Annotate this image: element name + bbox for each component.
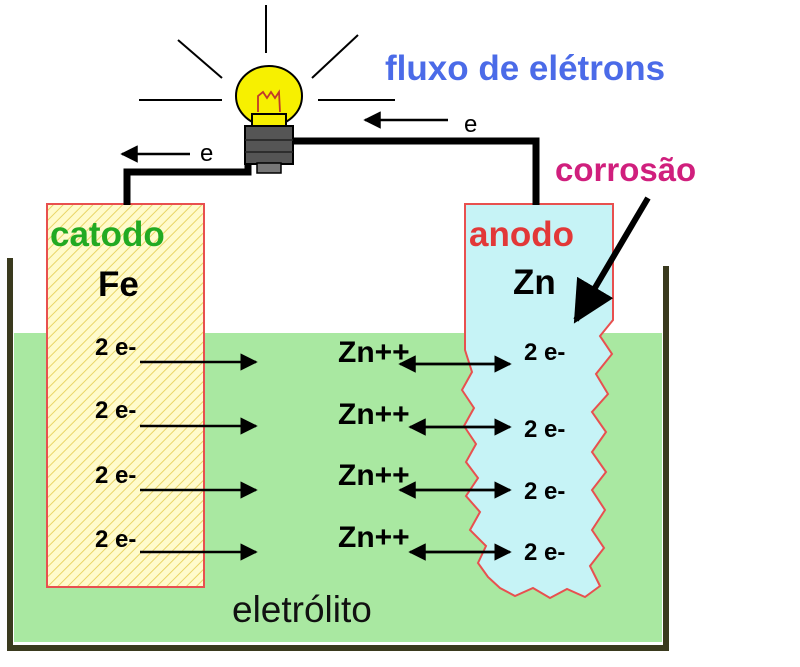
- cathode-metal-label: Fe: [98, 265, 139, 304]
- filament-icon: [257, 89, 281, 113]
- bulb-contact: [256, 162, 282, 174]
- cathode-electron-label: 2 e-: [95, 526, 136, 553]
- flow-label: fluxo de elétrons: [385, 49, 665, 88]
- anode-electron-label: 2 e-: [524, 539, 565, 566]
- wire-electron-label-left: e: [200, 140, 213, 167]
- container: [7, 258, 669, 651]
- electrolyte-label: eletrólito: [232, 589, 372, 630]
- anode-label: anodo: [469, 215, 574, 254]
- anode-electron-label: 2 e-: [524, 478, 565, 505]
- cathode-label: catodo: [50, 215, 165, 254]
- cathode-electron-label: 2 e-: [95, 462, 136, 489]
- zinc-ion-label: Zn++: [338, 336, 410, 369]
- zinc-ion-label: Zn++: [338, 398, 410, 431]
- reaction-rows: 2 e- Zn++ 2 e- 2 e- Zn++ 2 e- 2 e- Zn++ …: [95, 334, 565, 566]
- zinc-ion-label: Zn++: [338, 459, 410, 492]
- anode-electron-label: 2 e-: [524, 416, 565, 443]
- light-bulb: [235, 65, 303, 174]
- reaction-row: 2 e- Zn++ 2 e-: [95, 521, 565, 566]
- cathode-electrode: [46, 203, 205, 588]
- wire-electron-label-right: e: [464, 111, 477, 138]
- corrosion-pointer-arrow: [573, 196, 651, 324]
- zinc-ion-label: Zn++: [338, 521, 410, 554]
- cathode-electron-label: 2 e-: [95, 334, 136, 361]
- reaction-row: 2 e- Zn++ 2 e-: [95, 334, 565, 373]
- wire-right: [292, 137, 540, 205]
- bulb-base: [244, 125, 294, 165]
- reaction-row: 2 e- Zn++ 2 e-: [95, 459, 565, 505]
- light-rays: [139, 5, 395, 101]
- corrosion-label: corrosão: [555, 151, 696, 188]
- anode-electron-label: 2 e-: [524, 339, 565, 366]
- cathode-electron-label: 2 e-: [95, 397, 136, 424]
- anode-metal-label: Zn: [513, 263, 556, 302]
- reaction-row: 2 e- Zn++ 2 e-: [95, 397, 565, 443]
- wire-left: [123, 160, 252, 205]
